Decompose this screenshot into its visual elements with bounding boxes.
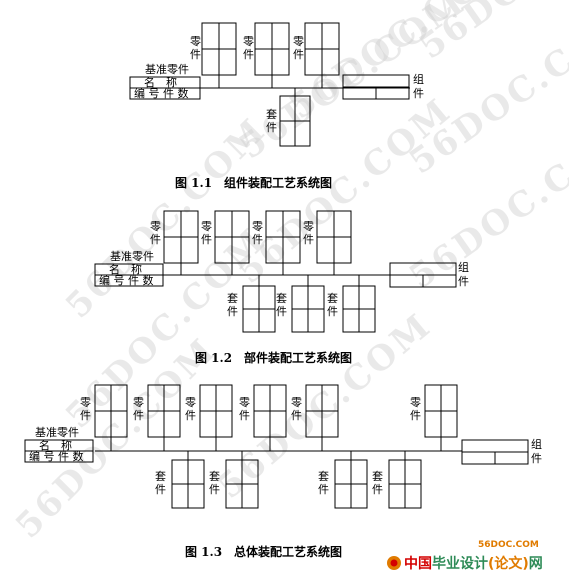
caption-fig-1-1: 图 1.1 组件装配工艺系统图 (175, 175, 332, 190)
part-block (242, 285, 276, 333)
part-block (388, 459, 422, 509)
caption-fig-1-3: 图 1.3 总体装配工艺系统图 (185, 544, 342, 559)
logo-flame-inner-icon (390, 559, 398, 567)
base-part-name-row: 名 称 (109, 262, 142, 276)
part-label-top: 零 (303, 220, 314, 233)
subassembly-label-bottom: 件 (266, 121, 277, 134)
caption-fig-1-2: 图 1.2 部件装配工艺系统图 (195, 350, 352, 365)
part-block (201, 22, 237, 76)
part-label-bottom: 件 (201, 233, 212, 246)
subassembly-label-bottom: 件 (209, 483, 220, 496)
subassembly-label-bottom: 件 (327, 305, 338, 318)
logo-brand-main: 毕业设计 (432, 555, 488, 572)
part-label-bottom: 件 (150, 233, 161, 246)
part-label-top: 零 (239, 396, 250, 409)
part-label-bottom: 件 (185, 409, 196, 422)
part-block (424, 384, 458, 438)
part-label-bottom: 件 (239, 409, 250, 422)
subassembly-label-top: 套 (372, 470, 383, 483)
base-part-name-row: 名 称 (39, 438, 72, 452)
part-label-bottom: 件 (293, 48, 304, 61)
part-label-top: 零 (291, 396, 302, 409)
assembly-output-label-top: 组 (458, 260, 469, 274)
subassembly-label-top: 套 (266, 108, 277, 121)
part-label-top: 零 (252, 220, 263, 233)
subassembly-label-bottom: 件 (318, 483, 329, 496)
base-part-number-row: 编 号 件 数 (29, 449, 84, 463)
assembly-output-box: 组件 (389, 260, 469, 288)
base-part-label: 基准零件 (110, 250, 154, 263)
part-label-bottom: 件 (190, 48, 201, 61)
subassembly-label-bottom: 件 (276, 305, 287, 318)
part-label-bottom: 件 (80, 409, 91, 422)
logo-url-text: 56DOC.COM (478, 540, 539, 550)
part-label-top: 零 (80, 396, 91, 409)
subassembly-label-bottom: 件 (155, 483, 166, 496)
site-logo: 56DOC.COM 中国毕业设计(论文)网 (387, 540, 543, 572)
part-block (334, 459, 368, 509)
assembly-output-label-bottom: 件 (531, 452, 542, 465)
part-label-bottom: 件 (410, 409, 421, 422)
part-label-bottom: 件 (291, 409, 302, 422)
assembly-output-label-top: 组 (413, 72, 424, 86)
assembly-output-box: 组件 (461, 437, 542, 465)
part-block (171, 459, 205, 509)
watermark-text: 56DOC.COM (58, 110, 274, 326)
subassembly-label-top: 套 (318, 470, 329, 483)
subassembly-label-bottom: 件 (372, 483, 383, 496)
part-label-top: 零 (293, 35, 304, 48)
assembly-output-label-bottom: 件 (458, 275, 469, 288)
logo-brand-red: 中国 (404, 555, 432, 572)
assembly-output-label-bottom: 件 (413, 87, 424, 100)
subassembly-label-top: 套 (327, 292, 338, 305)
part-label-bottom: 件 (243, 48, 254, 61)
part-label-top: 零 (190, 35, 201, 48)
subassembly-label-top: 套 (227, 292, 238, 305)
part-label-bottom: 件 (252, 233, 263, 246)
part-block (254, 22, 290, 76)
logo-brand-paren: (论文) (488, 555, 529, 572)
base-part-label: 基准零件 (145, 63, 189, 76)
logo-brand-tail: 网 (529, 556, 543, 572)
base-part-number-row: 编 号 件 数 (99, 273, 154, 287)
part-label-bottom: 件 (303, 233, 314, 246)
assembly-output-box: 组件 (342, 72, 424, 100)
base-part-label: 基准零件 (35, 426, 79, 439)
part-block (291, 285, 325, 333)
part-label-top: 零 (150, 220, 161, 233)
logo-brand-text: 中国毕业设计(论文)网 (404, 555, 543, 572)
part-label-top: 零 (201, 220, 212, 233)
base-part-name-row: 名 称 (144, 75, 177, 89)
subassembly-label-top: 套 (276, 292, 287, 305)
part-label-bottom: 件 (133, 409, 144, 422)
assembly-output-label-top: 组 (531, 437, 542, 451)
subassembly-label-top: 套 (155, 470, 166, 483)
base-part-number-row: 编 号 件 数 (134, 86, 189, 100)
subassembly-label-bottom: 件 (227, 305, 238, 318)
subassembly-label-top: 套 (209, 470, 220, 483)
part-label-top: 零 (410, 396, 421, 409)
part-label-top: 零 (185, 396, 196, 409)
part-block (342, 285, 376, 333)
part-label-top: 零 (243, 35, 254, 48)
part-block (199, 384, 233, 438)
part-label-top: 零 (133, 396, 144, 409)
